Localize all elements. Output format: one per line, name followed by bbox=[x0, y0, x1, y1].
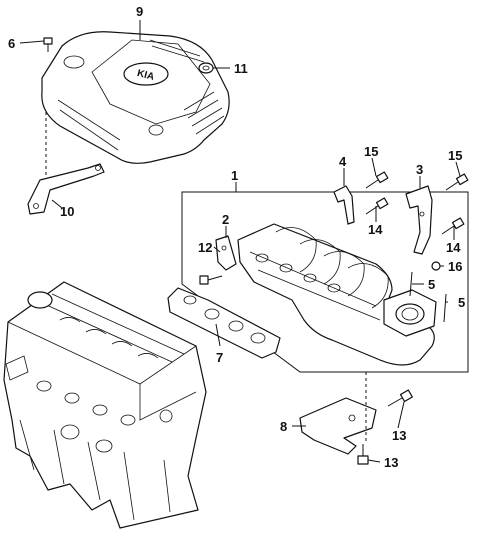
bolt-15a bbox=[365, 171, 389, 189]
callout-11: 11 bbox=[234, 61, 248, 76]
callout-5b: 5 bbox=[458, 295, 465, 310]
intake-manifold bbox=[237, 223, 437, 366]
stud-5b bbox=[443, 293, 447, 323]
callout-15b: 15 bbox=[448, 148, 462, 163]
callout-1: 1 bbox=[231, 168, 238, 183]
callout-6: 6 bbox=[8, 36, 15, 51]
nut-16 bbox=[431, 261, 441, 271]
callout-8: 8 bbox=[280, 419, 287, 434]
callout-14b: 14 bbox=[446, 240, 461, 255]
grommet-11 bbox=[198, 62, 214, 74]
callout-13b: 13 bbox=[384, 455, 398, 470]
callout-5a: 5 bbox=[428, 277, 435, 292]
engine-block bbox=[3, 281, 207, 529]
callout-13a: 13 bbox=[392, 428, 406, 443]
callout-16: 16 bbox=[448, 259, 462, 274]
stud-5a bbox=[409, 271, 413, 297]
kia-logo: KIA bbox=[123, 62, 169, 86]
svg-text:KIA: KIA bbox=[136, 68, 155, 83]
bolt-14b bbox=[441, 217, 465, 235]
bracket-10 bbox=[27, 163, 105, 215]
callout-2: 2 bbox=[222, 212, 229, 227]
callout-9: 9 bbox=[136, 4, 143, 19]
bolt-13b bbox=[357, 444, 369, 465]
callout-7: 7 bbox=[216, 350, 223, 365]
bolt-15b bbox=[445, 173, 469, 191]
callout-labels: 9 6 11 10 1 2 12 4 15 3 15 14 14 16 5 5 … bbox=[8, 4, 465, 470]
bolt-6 bbox=[43, 37, 53, 52]
callout-4: 4 bbox=[339, 154, 347, 169]
callout-12: 12 bbox=[198, 240, 212, 255]
bracket-3 bbox=[405, 185, 433, 255]
callout-10: 10 bbox=[60, 204, 74, 219]
callout-14a: 14 bbox=[368, 222, 383, 237]
bracket-8 bbox=[299, 397, 377, 455]
gasket-7 bbox=[167, 287, 281, 359]
bracket-2 bbox=[215, 235, 237, 271]
bracket-4 bbox=[333, 185, 355, 225]
callout-15a: 15 bbox=[364, 144, 378, 159]
bolt-13a bbox=[387, 389, 413, 407]
leader-lines bbox=[19, 20, 461, 463]
callout-3: 3 bbox=[416, 162, 423, 177]
bolt-14a bbox=[365, 197, 389, 215]
engine-cover bbox=[41, 31, 230, 164]
bolt-12 bbox=[199, 275, 223, 285]
